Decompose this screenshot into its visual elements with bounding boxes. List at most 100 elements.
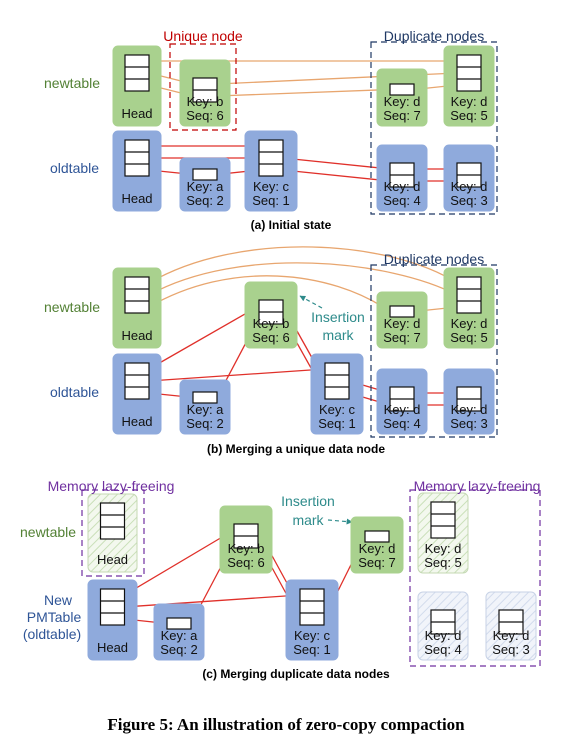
node-seq: Seq: 7 [383, 108, 421, 123]
caption-c: (c) Merging duplicate data nodes [202, 667, 390, 681]
lazy-freeing-label: Memory lazy-freeing [414, 478, 541, 494]
node-key: Key: d [451, 94, 488, 109]
insertion-mark-label: Insertion [311, 309, 365, 325]
node-seq: Seq: 1 [293, 642, 331, 657]
node-seq: Seq: 4 [383, 193, 421, 208]
row-label-newtable: newtable [44, 299, 100, 315]
caption-b: (b) Merging a unique data node [207, 442, 385, 456]
pointer-arrow [148, 262, 458, 296]
node-key: Key: a [161, 628, 199, 643]
pointer-arrow [124, 592, 301, 608]
pointer-arrow [282, 157, 391, 172]
node-seq: Seq: 1 [318, 416, 356, 431]
figure-caption: Figure 5: An illustration of zero-copy c… [107, 715, 465, 734]
head-node: Head [112, 45, 162, 127]
node-seq: Seq: 1 [252, 193, 290, 208]
row-label-newtable: newtable [20, 524, 76, 540]
duplicate-nodes-region [370, 41, 498, 215]
row-label-oldtable: (oldtable) [23, 626, 81, 642]
node-key: Key: d [451, 316, 488, 331]
node-seq: Seq: 2 [160, 642, 198, 657]
row-label-pmtable: PMTable [27, 609, 82, 625]
lazy-freeing-region [409, 489, 541, 667]
caption-a: (a) Initial state [251, 218, 332, 232]
node-seq: Seq: 7 [383, 330, 421, 345]
node-key: Key: d [451, 179, 488, 194]
node-seq: Seq: 3 [450, 193, 488, 208]
pointer-tower [124, 54, 150, 92]
pointer-tower [124, 276, 150, 314]
unique-node-region [169, 43, 237, 131]
pointer-arrow [148, 275, 391, 313]
head-node: Head [112, 130, 162, 212]
node-key: Key: b [253, 316, 290, 331]
pointer-arrow [148, 366, 326, 382]
node-key: Key: d [451, 402, 488, 417]
head-node: Head [87, 579, 138, 661]
insertion-mark-arrow [299, 295, 323, 309]
row-label-new: New [44, 592, 73, 608]
node-seq: Seq: 2 [186, 416, 224, 431]
row-label-oldtable: oldtable [50, 384, 99, 400]
head-label: Head [121, 191, 152, 206]
lazy-freeing-label: Memory lazy-freeing [48, 478, 175, 494]
row-label-oldtable: oldtable [50, 160, 99, 176]
node-key: Key: d [359, 541, 396, 556]
node-key: Key: b [187, 94, 224, 109]
node-key: Key: c [253, 179, 290, 194]
pointer-arrow [124, 529, 235, 596]
head-node: Head [87, 493, 138, 573]
node-key: Key: c [319, 402, 356, 417]
pointer-arrow [216, 86, 391, 97]
unique-node-label: Unique node [163, 28, 243, 44]
duplicate-nodes-region [370, 264, 498, 438]
node-seq: Seq: 2 [186, 193, 224, 208]
node-key: Key: d [493, 628, 530, 643]
head-label: Head [121, 414, 152, 429]
pointer-arrow [148, 305, 260, 370]
duplicate-nodes-label: Duplicate nodes [384, 251, 484, 267]
node-key: Key: d [425, 628, 462, 643]
node-seq: Seq: 4 [383, 416, 421, 431]
node-key: Key: d [384, 94, 421, 109]
head-node: Head [112, 353, 162, 435]
head-label: Head [97, 552, 128, 567]
insertion-mark-arrow [327, 518, 353, 525]
node-seq: Seq: 5 [424, 555, 462, 570]
node-key: Key: d [425, 541, 462, 556]
node-seq: Seq: 6 [186, 108, 224, 123]
node-key: Key: a [187, 402, 225, 417]
duplicate-nodes-label: Duplicate nodes [384, 28, 484, 44]
pointer-tower [99, 588, 126, 626]
node-seq: Seq: 3 [450, 416, 488, 431]
pointer-tower [99, 502, 126, 540]
node-seq: Seq: 5 [450, 108, 488, 123]
node-seq: Seq: 7 [358, 555, 396, 570]
node-key: Key: d [384, 316, 421, 331]
node-seq: Seq: 4 [424, 642, 462, 657]
pointer-tower [124, 139, 150, 177]
insertion-mark-label: Insertion [281, 493, 335, 509]
head-label: Head [121, 106, 152, 121]
